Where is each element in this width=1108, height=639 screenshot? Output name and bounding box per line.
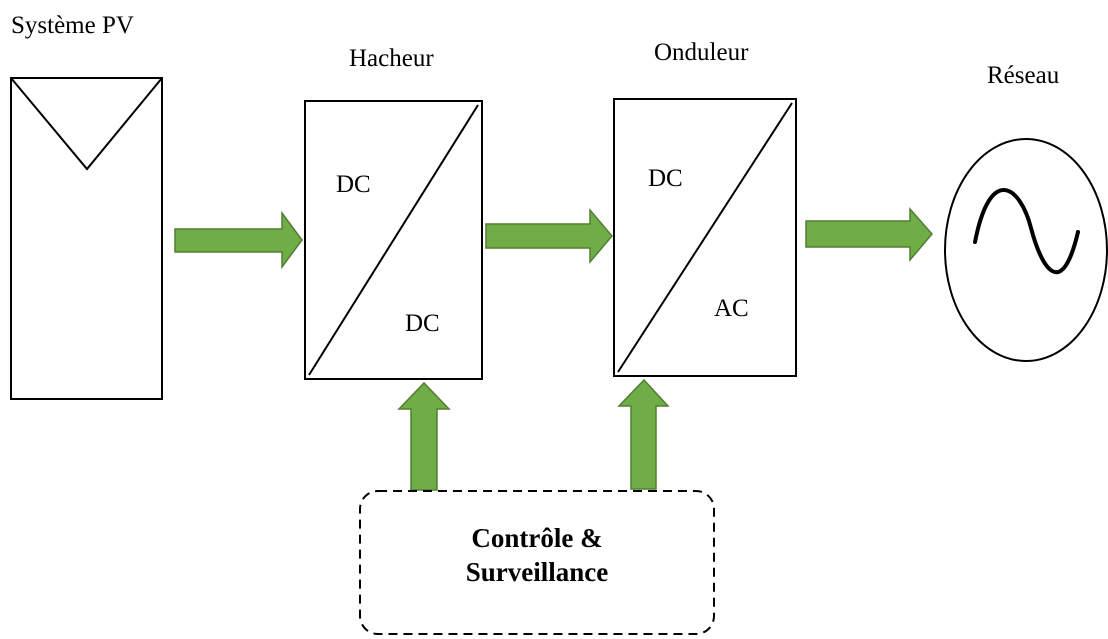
arrow-chopper-to-inverter [485, 207, 613, 265]
pv-system-label: Système PV [11, 12, 134, 39]
arrow-inverter-to-grid [805, 207, 933, 263]
inverter-box [613, 98, 797, 377]
arrow-pv-to-chopper [174, 210, 303, 270]
grid-ac-symbol [944, 138, 1108, 362]
control-label-line2: Surveillance [465, 557, 609, 587]
control-label: Contrôle & Surveillance [360, 521, 714, 589]
grid-label: Réseau [987, 62, 1060, 89]
control-label-line1: Contrôle & [471, 523, 603, 553]
pv-panel [10, 77, 163, 400]
chopper-input-label: DC [336, 171, 371, 198]
inverter-label: Onduleur [654, 39, 749, 66]
control-box [359, 490, 715, 635]
chopper-output-label: DC [405, 310, 440, 337]
arrow-control-to-chopper [397, 381, 451, 491]
arrow-control-to-inverter [617, 378, 670, 490]
inverter-output-label: AC [714, 295, 749, 322]
chopper-label: Hacheur [349, 45, 434, 72]
inverter-input-label: DC [648, 165, 683, 192]
chopper-box [304, 100, 483, 380]
